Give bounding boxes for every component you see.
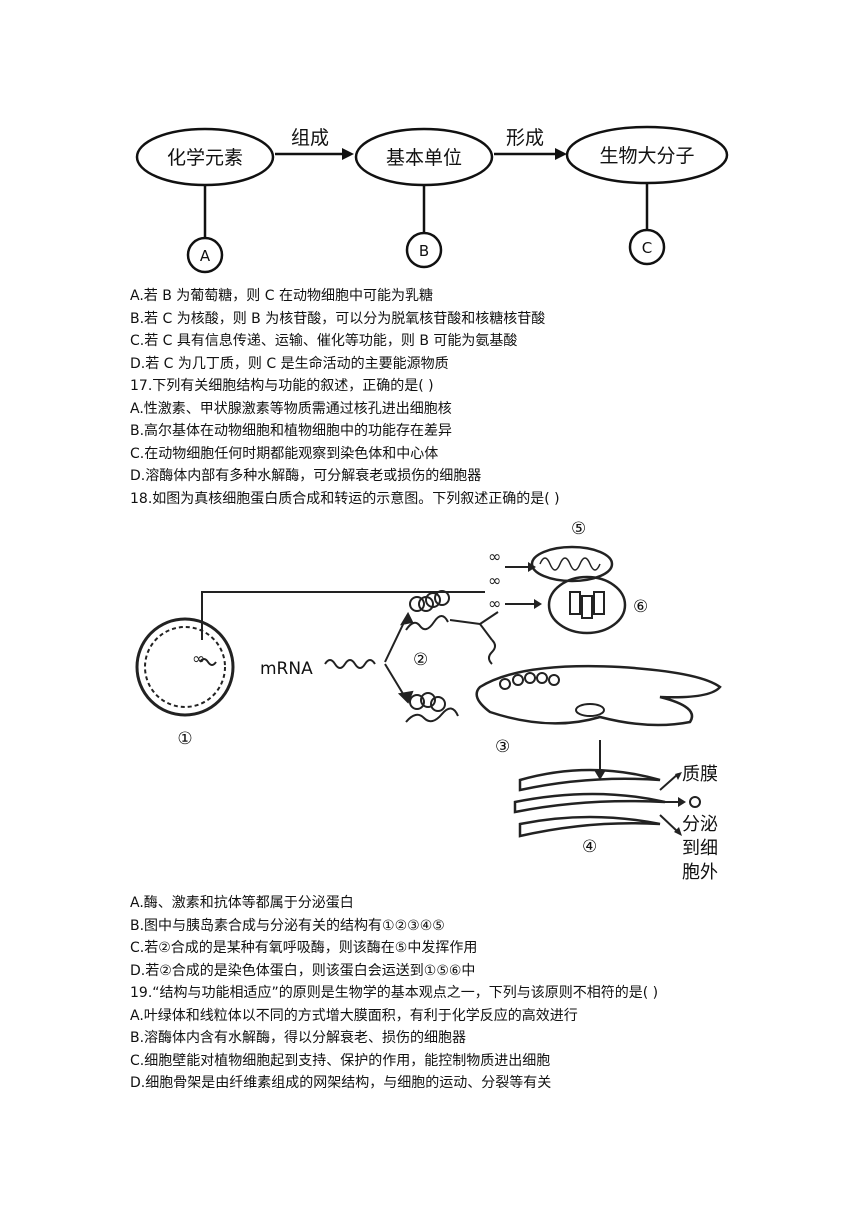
circle-a — [186, 236, 224, 274]
arrow-head-1 — [342, 148, 354, 160]
svg-text:∞: ∞ — [488, 594, 501, 613]
node-label-macromolecule: 生物大分子 — [599, 145, 694, 167]
circle-b — [405, 231, 443, 269]
secrete-label-1: 分泌 — [682, 814, 718, 835]
q18-option-d: D.若②合成的是染色体蛋白，则该蛋白会运送到①⑤⑥中 — [130, 962, 476, 979]
protein-transport-diagram: ∞ ∞ ∞ ∞ mRNA ① ② ③ ④ ⑤ ⑥ 质膜 分泌 到细 胞外 — [135, 519, 722, 883]
circle-label-a: A — [200, 247, 211, 265]
q17-option-d: D.溶酶体内部有多种水解酶，可分解衰老或损伤的细胞器 — [130, 468, 482, 484]
q18-stem: 18.如图为真核细胞蛋白质合成和转运的示意图。下列叙述正确的是( ) — [130, 490, 560, 507]
mrna-label: mRNA — [260, 659, 313, 679]
label-2: ② — [413, 650, 428, 670]
label-4: ④ — [582, 837, 597, 857]
circle-label-b: B — [419, 242, 429, 260]
node-label-units: 基本单位 — [386, 147, 462, 169]
arrow-label-form: 形成 — [506, 127, 544, 149]
arrow-label-compose: 组成 — [291, 127, 329, 149]
plasma-membrane-label: 质膜 — [682, 764, 718, 785]
q19-option-a: A.叶绿体和线粒体以不同的方式增大膜面积，有利于化学反应的高效进行 — [130, 1007, 578, 1024]
q17-option-c: C.在动物细胞任何时期都能观察到染色体和中心体 — [130, 445, 439, 462]
q19-option-c: C.细胞壁能对植物细胞起到支持、保护的作用，能控制物质进出细胞 — [130, 1052, 551, 1069]
svg-text:∞: ∞ — [488, 547, 501, 566]
nucleus — [135, 617, 235, 717]
q16-option-a: A.若 B 为葡萄糖，则 C 在动物细胞中可能为乳糖 — [130, 288, 433, 304]
q17-option-a: A.性激素、甲状腺激素等物质需通过核孔进出细胞核 — [130, 400, 452, 417]
svg-text:∞: ∞ — [488, 571, 501, 590]
node-label-elements: 化学元素 — [167, 147, 243, 169]
secrete-label-3: 胞外 — [682, 862, 718, 883]
q16-option-d: D.若 C 为几丁质，则 C 是生命活动的主要能源物质 — [130, 355, 449, 372]
q18-option-c: C.若②合成的是某种有氧呼吸酶，则该酶在⑤中发挥作用 — [130, 940, 478, 956]
q16-q17-text: A.若 B 为葡萄糖，则 C 在动物细胞中可能为乳糖 B.若 C 为核酸，则 B… — [130, 285, 560, 510]
circle-c — [628, 228, 666, 266]
mitochondrion — [530, 545, 614, 583]
chloroplast — [547, 575, 627, 635]
q16-option-c: C.若 C 具有信息传递、运输、催化等功能，则 B 可能为氨基酸 — [130, 333, 518, 349]
label-1: ① — [177, 729, 192, 749]
q19-stem: 19.“结构与功能相适应”的原则是生物学的基本观点之一，下列与该原则不相符的是(… — [130, 985, 659, 1001]
q17-stem: 17.下列有关细胞结构与功能的叙述，正确的是( ) — [130, 378, 434, 394]
arrow-head-2 — [555, 148, 567, 160]
endoplasmic-reticulum — [475, 664, 722, 727]
flow-diagram: 化学元素 基本单位 生物大分子 组成 形成 A B C — [135, 125, 729, 274]
q18-option-a: A.酶、激素和抗体等都属于分泌蛋白 — [130, 895, 354, 911]
q18-option-b: B.图中与胰岛素合成与分泌有关的结构有①②③④⑤ — [130, 917, 445, 934]
circle-label-c: C — [642, 239, 652, 257]
q18-q19-text: A.酶、激素和抗体等都属于分泌蛋白 B.图中与胰岛素合成与分泌有关的结构有①②③… — [130, 892, 658, 1095]
svg-text:∞: ∞ — [192, 649, 205, 668]
label-6: ⑥ — [633, 597, 648, 617]
label-3: ③ — [495, 737, 510, 757]
q17-option-b: B.高尔基体在动物细胞和植物细胞中的功能存在差异 — [130, 423, 453, 439]
q16-option-b: B.若 C 为核酸，则 B 为核苷酸，可以分为脱氧核苷酸和核糖核苷酸 — [130, 310, 546, 327]
golgi-apparatus — [518, 768, 661, 792]
label-5: ⑤ — [571, 519, 586, 539]
secrete-label-2: 到细 — [682, 838, 718, 859]
q19-option-b: B.溶酶体内含有水解酶，得以分解衰老、损伤的细胞器 — [130, 1030, 467, 1046]
q19-option-d: D.细胞骨架是由纤维素组成的网架结构，与细胞的运动、分裂等有关 — [130, 1075, 552, 1091]
